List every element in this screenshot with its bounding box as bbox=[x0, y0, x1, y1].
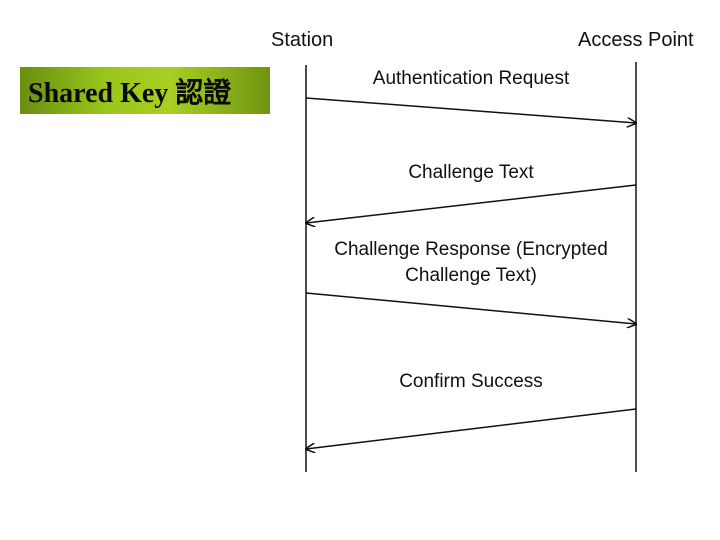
message-label-challenge-text: Challenge Text bbox=[408, 160, 533, 186]
message-text: Confirm Success bbox=[399, 371, 543, 392]
message-label-challenge-response: Challenge Response (Encrypted Challenge … bbox=[334, 237, 608, 289]
slide-title: Shared Key 認證 bbox=[28, 77, 232, 109]
message-arrow-2 bbox=[306, 184, 637, 223]
message-text: Challenge Text) bbox=[405, 265, 537, 286]
title-banner: Shared Key 認證 bbox=[20, 67, 270, 114]
message-text: Challenge Text bbox=[408, 162, 534, 183]
message-arrow-4 bbox=[306, 408, 637, 449]
message-arrow-3 bbox=[305, 292, 636, 324]
message-arrow-1 bbox=[305, 97, 636, 123]
actor-station-label: Station bbox=[271, 29, 334, 51]
message-text: Authentication Request bbox=[372, 68, 570, 89]
message-label-authentication-request: Authentication Request bbox=[373, 66, 569, 92]
actor-access-point-label: Access Point bbox=[578, 29, 694, 51]
message-text: Challenge Response (Encrypted bbox=[334, 239, 608, 260]
message-label-confirm-success: Confirm Success bbox=[399, 369, 543, 395]
